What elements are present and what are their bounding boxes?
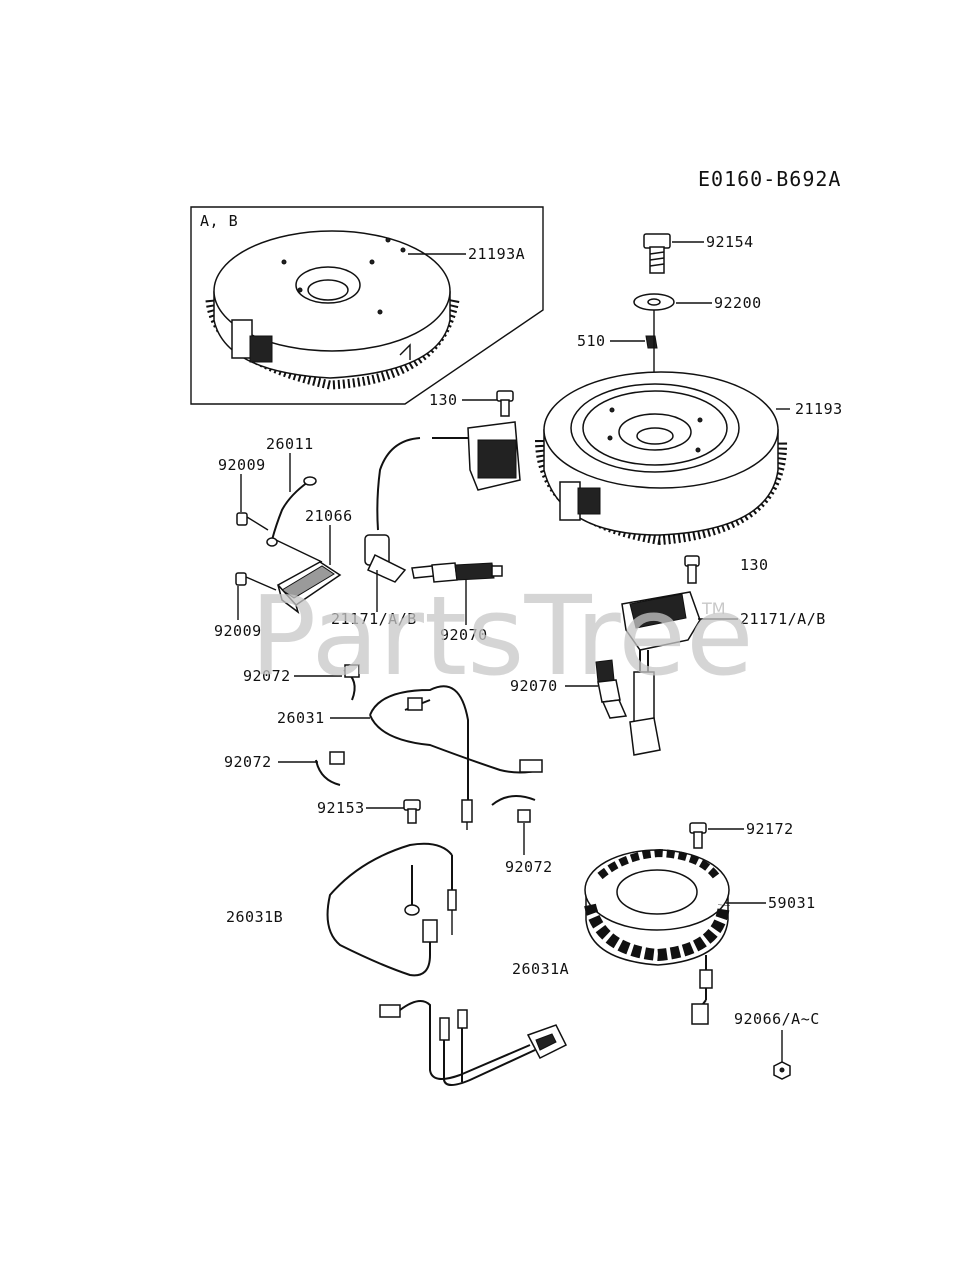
regulator-21066-drawing[interactable] bbox=[275, 539, 342, 614]
part-label-26031B: 26031B bbox=[226, 908, 283, 926]
callout-92066[interactable]: 92066/A~C bbox=[734, 1010, 820, 1062]
part-label-92070-upper: 92070 bbox=[440, 626, 488, 644]
part-label-21171-right: 21171/A/B bbox=[740, 610, 826, 628]
clip-92072-c-drawing[interactable] bbox=[491, 795, 536, 823]
part-label-92072-c: 92072 bbox=[505, 858, 553, 876]
callout-92072-b[interactable]: 92072 bbox=[224, 753, 318, 771]
callout-21193A[interactable]: 21193A bbox=[408, 245, 525, 263]
callout-92154[interactable]: 92154 bbox=[672, 233, 754, 251]
harness-26031B-drawing[interactable] bbox=[326, 842, 457, 977]
clip-92072-b-drawing[interactable] bbox=[315, 751, 345, 786]
part-label-92072-a: 92072 bbox=[243, 667, 291, 685]
part-label-26031: 26031 bbox=[277, 709, 325, 727]
part-label-92009-bottom: 92009 bbox=[214, 622, 262, 640]
washer-92200-drawing[interactable] bbox=[633, 293, 675, 311]
callout-92009-top[interactable]: 92009 bbox=[218, 456, 266, 512]
callout-26011[interactable]: 26011 bbox=[266, 435, 314, 492]
part-label-92070-lower: 92070 bbox=[510, 677, 558, 695]
part-label-21193: 21193 bbox=[795, 400, 843, 418]
callout-26031B: 26031B bbox=[226, 908, 283, 926]
harness-26031A-drawing[interactable] bbox=[379, 1000, 568, 1086]
bolt-92009-bottom-drawing[interactable] bbox=[235, 572, 277, 591]
part-label-92153: 92153 bbox=[317, 799, 365, 817]
callout-59031[interactable]: 59031 bbox=[726, 894, 816, 912]
key-510-drawing[interactable] bbox=[645, 335, 658, 349]
spark-plug-lower-drawing[interactable] bbox=[595, 659, 628, 719]
nut-92066-drawing[interactable] bbox=[773, 1061, 791, 1080]
bolt-130-top-drawing[interactable] bbox=[496, 390, 514, 417]
clip-92072-a-drawing[interactable] bbox=[343, 664, 360, 701]
part-label-92072-b: 92072 bbox=[224, 753, 272, 771]
callout-21171-right[interactable]: 21171/A/B bbox=[698, 610, 826, 628]
part-label-92200: 92200 bbox=[714, 294, 762, 312]
callout-92070-lower[interactable]: 92070 bbox=[510, 677, 598, 695]
part-label-59031: 59031 bbox=[768, 894, 816, 912]
part-label-21066: 21066 bbox=[305, 507, 353, 525]
watermark-trademark: TM bbox=[701, 599, 726, 618]
bolt-130-lower-drawing[interactable] bbox=[684, 555, 700, 584]
callout-92153[interactable]: 92153 bbox=[317, 799, 404, 817]
callout-21193[interactable]: 21193 bbox=[776, 400, 843, 418]
callout-92009-bottom[interactable]: 92009 bbox=[214, 586, 262, 640]
part-label-92154: 92154 bbox=[706, 233, 754, 251]
callout-92200[interactable]: 92200 bbox=[676, 294, 762, 312]
watermark: PartsTree TM bbox=[250, 572, 754, 700]
inset-box: A, B bbox=[190, 206, 544, 405]
callout-26031[interactable]: 26031 bbox=[277, 709, 370, 727]
callout-92072-c[interactable]: 92072 bbox=[505, 823, 553, 876]
part-label-92172: 92172 bbox=[746, 820, 794, 838]
watermark-text: PartsTree bbox=[250, 572, 754, 700]
bolt-92172-drawing[interactable] bbox=[689, 822, 707, 849]
callout-21066[interactable]: 21066 bbox=[305, 507, 353, 565]
part-label-510: 510 bbox=[577, 332, 606, 350]
ground-wire-26011-drawing[interactable] bbox=[266, 476, 317, 547]
inset-label: A, B bbox=[200, 212, 238, 230]
flywheel-21193-drawing[interactable] bbox=[535, 371, 788, 546]
part-label-26011: 26011 bbox=[266, 435, 314, 453]
bolt-92154-drawing[interactable] bbox=[643, 233, 671, 274]
bolt-92153-drawing[interactable] bbox=[403, 799, 421, 824]
spark-plug-upper-drawing[interactable] bbox=[411, 562, 503, 583]
callout-130-lower: 130 bbox=[740, 556, 769, 574]
callout-92172[interactable]: 92172 bbox=[708, 820, 794, 838]
harness-26031-drawing[interactable] bbox=[369, 685, 543, 830]
callout-26031A: 26031A bbox=[512, 960, 569, 978]
part-label-92066: 92066/A~C bbox=[734, 1010, 820, 1028]
stator-59031-drawing[interactable] bbox=[584, 848, 730, 1025]
bolt-92009-top-drawing[interactable] bbox=[236, 512, 269, 531]
diagram-code: E0160-B692A bbox=[698, 167, 841, 191]
callout-92072-a[interactable]: 92072 bbox=[243, 667, 342, 685]
callout-510[interactable]: 510 bbox=[577, 332, 645, 350]
callout-21171-left[interactable]: 21171/A/B bbox=[331, 570, 417, 628]
ignition-coil-upper-drawing[interactable] bbox=[364, 421, 521, 583]
callout-92070-upper[interactable]: 92070 bbox=[440, 580, 488, 644]
part-label-21193A: 21193A bbox=[468, 245, 525, 263]
callout-130-top[interactable]: 130 bbox=[429, 391, 497, 409]
ignition-coil-lower-drawing[interactable] bbox=[621, 591, 701, 756]
flywheel-inset-drawing[interactable] bbox=[205, 230, 460, 390]
part-label-21171-left: 21171/A/B bbox=[331, 610, 417, 628]
part-label-26031A: 26031A bbox=[512, 960, 569, 978]
part-label-130-lower: 130 bbox=[740, 556, 769, 574]
part-label-130-top: 130 bbox=[429, 391, 458, 409]
part-label-92009-top: 92009 bbox=[218, 456, 266, 474]
